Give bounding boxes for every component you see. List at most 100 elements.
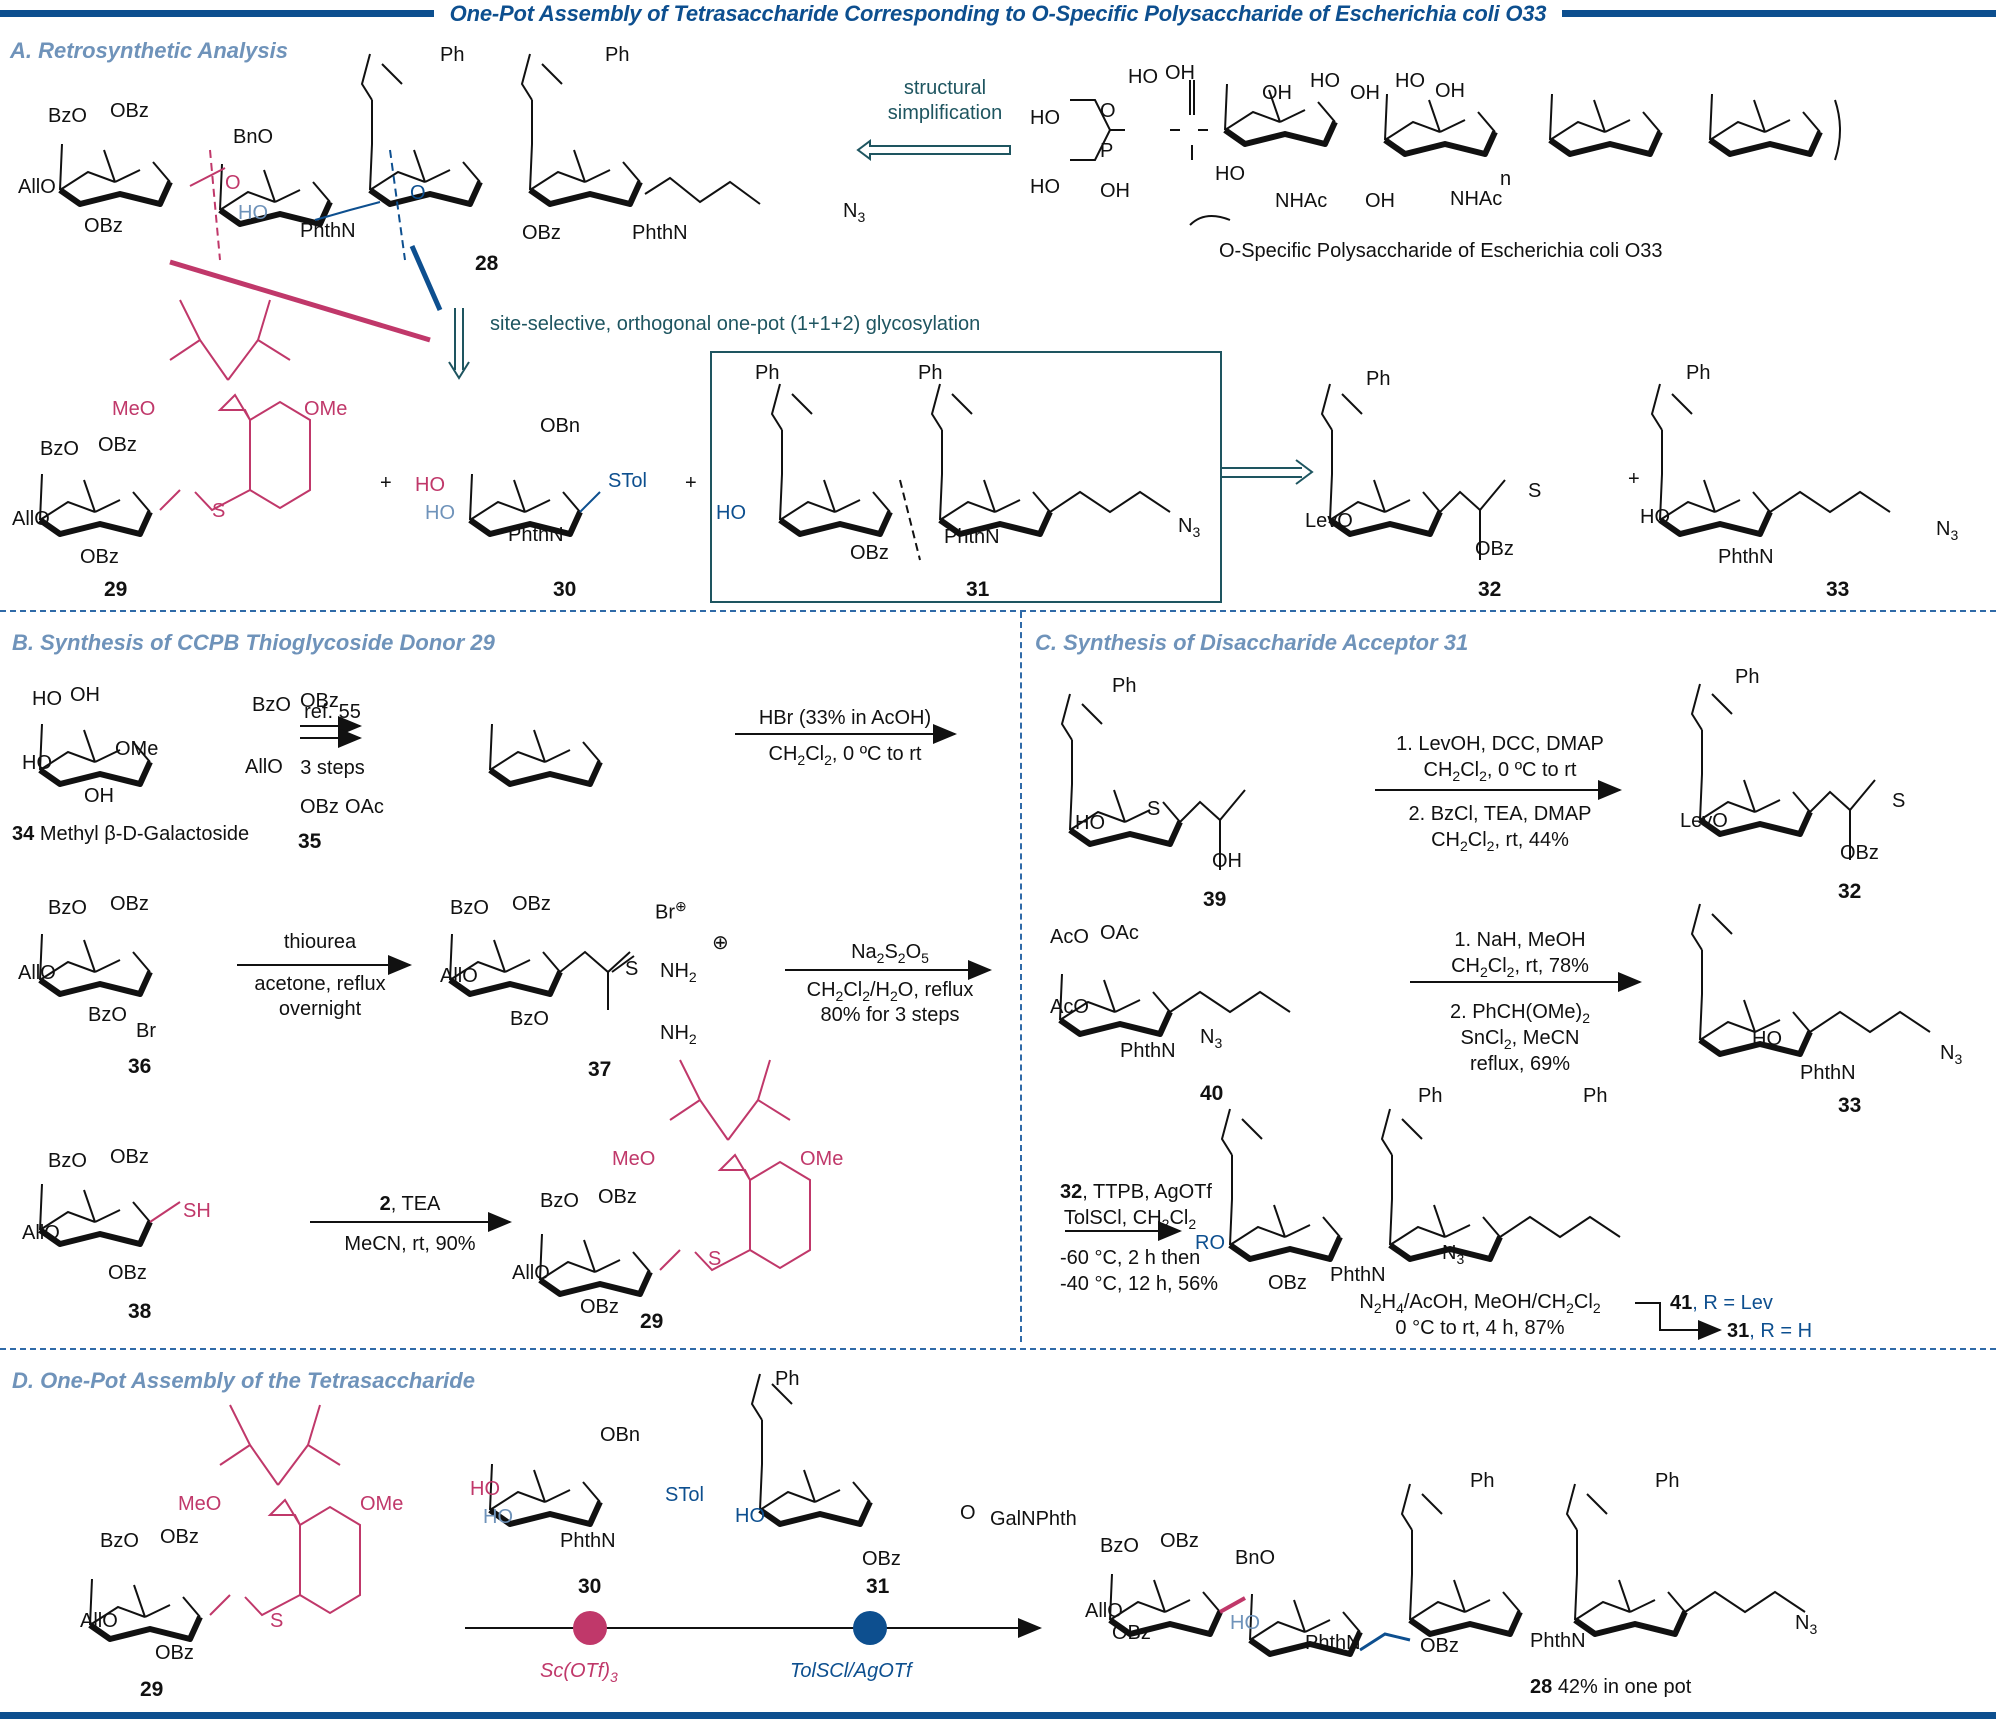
c28d-ph-2: Ph xyxy=(1655,1470,1680,1492)
c38-sh: SH xyxy=(183,1200,211,1222)
compound-39-number: 39 xyxy=(1203,888,1227,911)
c33c-phthn: PhthN xyxy=(1800,1062,1856,1084)
c40-aco-2: AcO xyxy=(1050,996,1089,1018)
step-c4-line-1: N2H4/AcOH, MeOH/CH2Cl2 xyxy=(1359,1291,1601,1316)
c28d-bzo: BzO xyxy=(1100,1535,1139,1557)
c29d-meo: MeO xyxy=(178,1493,222,1515)
c30a-obn: OBn xyxy=(540,415,581,437)
bottom-rule xyxy=(0,1712,1996,1719)
compound-41-structure xyxy=(1221,1108,1621,1259)
divider-d xyxy=(0,1348,1996,1350)
divider-a xyxy=(0,610,1996,612)
c36-allo: AllO xyxy=(18,962,56,984)
product-28-caption: 28 42% in one pot xyxy=(1530,1676,1691,1698)
c29a-ome: OMe xyxy=(304,398,348,420)
c30a-ho-pink: HO xyxy=(415,474,445,496)
c35-oac: OAc xyxy=(345,796,384,818)
step-b1-below: 3 steps xyxy=(300,757,365,779)
c31d-ho: HO xyxy=(735,1505,765,1527)
step-c2-below-2: SnCl2, MeCN xyxy=(1460,1027,1580,1052)
step-c3-above-2: TolSCl, CH2Cl2 xyxy=(1063,1207,1197,1232)
c29a-obz: OBz xyxy=(98,434,137,456)
compound-32-structure-c xyxy=(1691,683,1876,860)
compound-32-number-c: 32 xyxy=(1838,880,1862,903)
c32a-ph: Ph xyxy=(1366,368,1391,390)
c38-bzo: BzO xyxy=(48,1150,87,1172)
compound-29-structure-b xyxy=(540,1059,811,1294)
step-b5-reagent-number: 2 xyxy=(379,1193,391,1215)
reagent-tolscl-agotf: TolSCl/AgOTf xyxy=(790,1660,912,1682)
product-28-yield: 42% in one pot xyxy=(1557,1676,1692,1698)
c34-oh-2: OH xyxy=(84,785,114,807)
product-41: 41, R = Lev xyxy=(1670,1292,1773,1314)
figure-title: One-Pot Assembly of Tetrasaccharide Corr… xyxy=(0,0,1996,28)
compound-33-number-a: 33 xyxy=(1826,578,1850,601)
compound-28-structure xyxy=(60,53,761,261)
compound-29-number-b: 29 xyxy=(640,1310,664,1333)
product-41-number: 41 xyxy=(1670,1292,1693,1314)
c36-bzo-2: BzO xyxy=(88,1004,127,1026)
c29d-allo: AllO xyxy=(80,1610,118,1632)
c30d-ho-2: HO xyxy=(483,1506,513,1528)
c28d-phthn-2: PhthN xyxy=(1530,1630,1586,1652)
section-c-heading: C. Synthesis of Disaccharide Acceptor 31 xyxy=(1035,630,1469,655)
compound-38-structure xyxy=(40,1184,181,1244)
ps-label-n: n xyxy=(1500,168,1512,190)
ps-label-ho-3: HO xyxy=(1128,66,1158,88)
c39-oh: OH xyxy=(1212,850,1242,872)
ps-label-oh-3: OH xyxy=(1262,82,1292,104)
c30d-phthn: PhthN xyxy=(560,1530,616,1552)
compound-35-number: 35 xyxy=(298,830,322,853)
compound-37-number: 37 xyxy=(588,1058,612,1081)
step-b2-above: HBr (33% in AcOH) xyxy=(758,707,932,729)
label-phthn: PhthN xyxy=(300,220,356,242)
c29b-ome: OMe xyxy=(800,1148,844,1170)
label-bno: BnO xyxy=(233,126,274,148)
compound-34-number: 34 xyxy=(12,823,35,845)
c31d-galnphth: GalNPhth xyxy=(990,1508,1077,1530)
c32c-ph: Ph xyxy=(1735,666,1760,688)
disconnection-line-pink xyxy=(169,259,431,343)
c30a-ho-blue: HO xyxy=(425,502,455,524)
step-b4-below: CH2Cl2/H2O, reflux xyxy=(806,979,974,1004)
compound-31-highlight-box xyxy=(710,351,1222,603)
label-ph-1: Ph xyxy=(440,44,465,66)
c35-obz: OBz xyxy=(300,690,339,712)
label-ho: HO xyxy=(238,202,268,224)
c28d-n3: N3 xyxy=(1795,1612,1818,1637)
bromide-charge: ⊕ xyxy=(675,898,687,914)
c40-oac: OAc xyxy=(1100,922,1139,944)
c32c-obz-2: OBz xyxy=(1840,842,1879,864)
c29a-bzo: BzO xyxy=(40,438,79,460)
ps-label-ho-2: HO xyxy=(1030,176,1060,198)
product-28-number: 28 xyxy=(1530,1676,1553,1698)
compound-38-number: 38 xyxy=(128,1300,152,1323)
c32a-obz: OBz xyxy=(1475,538,1514,560)
polysaccharide-caption: O-Specific Polysaccharide of Escherichia… xyxy=(1219,240,1663,262)
compound-32-structure-a xyxy=(1321,383,1506,560)
c29a-meo: MeO xyxy=(112,398,156,420)
label-obz-3: OBz xyxy=(522,222,561,244)
c34-ho: HO xyxy=(32,688,62,710)
c32a-levo: LevO xyxy=(1305,510,1353,532)
section-d-heading: D. One-Pot Assembly of the Tetrasacchari… xyxy=(12,1368,475,1393)
c34-ome: OMe xyxy=(115,738,159,760)
label-n3: N3 xyxy=(843,200,866,225)
reagent-sc-otf: Sc(OTf)3 xyxy=(540,1660,618,1685)
ps-label-p: P xyxy=(1100,140,1114,162)
c31a-ho: HO xyxy=(716,502,746,524)
step-2-dot xyxy=(853,1611,887,1645)
c28d-allo: AllO xyxy=(1085,1600,1123,1622)
product-31-number: 31 xyxy=(1727,1320,1750,1342)
c33a-n3: N3 xyxy=(1936,518,1959,543)
c30d-obn: OBn xyxy=(600,1424,641,1446)
compound-28-structure-d xyxy=(1110,1483,1806,1654)
step-c4-line-2: 0 °C to rt, 4 h, 87% xyxy=(1395,1317,1565,1339)
compound-31-number-a: 31 xyxy=(966,578,990,601)
c28d-bno: BnO xyxy=(1235,1547,1276,1569)
product-41-r: , R = Lev xyxy=(1692,1292,1773,1314)
compound-36-structure xyxy=(40,934,150,994)
step-b5-below: MeCN, rt, 90% xyxy=(344,1233,476,1255)
c35-obz-2: OBz xyxy=(300,796,339,818)
ps-label-oh-2: OH xyxy=(1165,62,1195,84)
